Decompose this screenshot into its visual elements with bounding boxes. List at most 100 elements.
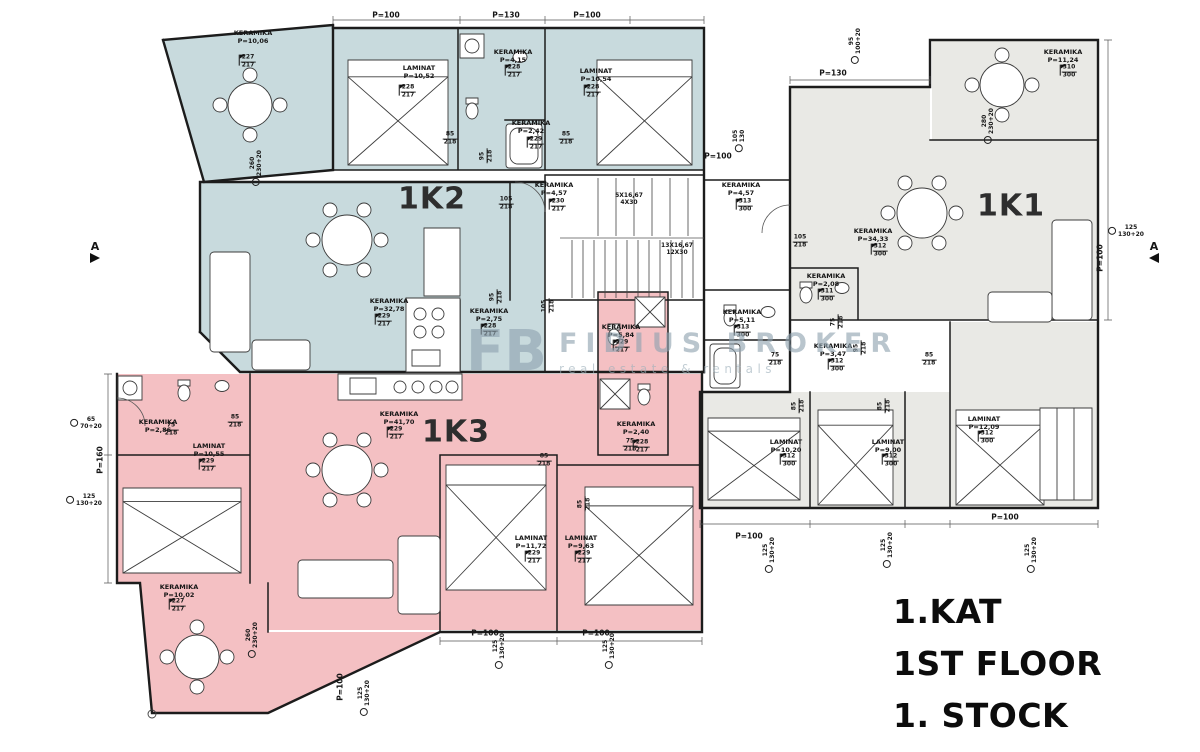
level-circle-icon <box>984 135 992 144</box>
flag-icon <box>870 243 878 255</box>
dimension-label: P=100 <box>372 10 400 20</box>
flag-icon <box>779 453 787 465</box>
flag-icon <box>504 64 512 76</box>
interior-walls <box>116 27 1099 633</box>
flag-icon <box>398 84 406 96</box>
apartment-label-1k2: 1K2 <box>398 181 466 217</box>
stove-burner <box>394 381 406 393</box>
flag-icon <box>238 54 246 66</box>
staircase <box>560 178 704 298</box>
stove-burner <box>430 381 442 393</box>
flag-icon <box>386 426 394 438</box>
stove-burner <box>432 308 444 320</box>
flag-icon <box>583 84 591 96</box>
kitchen-sink <box>350 378 376 394</box>
furniture <box>116 33 1092 718</box>
sofa <box>398 536 440 614</box>
level-circle-icon <box>851 55 859 64</box>
section-marker: A <box>1149 241 1159 263</box>
level-circle-icon <box>605 660 613 669</box>
flag-icon <box>168 598 176 610</box>
dimension-label: P=130 <box>819 68 847 78</box>
sofa <box>252 340 310 370</box>
level-circle-icon <box>735 144 743 153</box>
level-circle-icon <box>252 177 260 186</box>
dimension-label: P=100 <box>735 531 763 541</box>
level-circle-icon <box>70 419 79 427</box>
bathtub <box>710 344 740 388</box>
flag-icon <box>827 358 835 370</box>
kitchen-counter <box>424 228 460 296</box>
flag-icon <box>1059 64 1067 76</box>
flag-icon <box>374 313 382 325</box>
level-circle-icon <box>765 564 773 573</box>
door-swing <box>116 397 146 427</box>
section-marker: A <box>90 241 100 263</box>
sofa <box>1052 220 1092 320</box>
floor-title-floor: 1ST FLOOR <box>893 644 1103 684</box>
stove-burner <box>432 326 444 338</box>
door-swing <box>761 204 791 234</box>
dimension-label: P=100 <box>991 512 1019 522</box>
level-circle-icon <box>248 649 256 658</box>
stove-burner <box>412 381 424 393</box>
apartment-label-1k1: 1K1 <box>977 188 1045 224</box>
bathtub-inner <box>510 128 538 164</box>
dimension-label: P=100 <box>471 628 499 638</box>
level-circle-icon <box>1027 564 1035 573</box>
flag-icon <box>817 288 825 300</box>
flag-icon <box>548 198 556 210</box>
flag-icon <box>612 339 620 351</box>
flag-icon <box>526 136 534 148</box>
flag-icon <box>735 198 743 210</box>
flag-icon <box>733 324 741 336</box>
